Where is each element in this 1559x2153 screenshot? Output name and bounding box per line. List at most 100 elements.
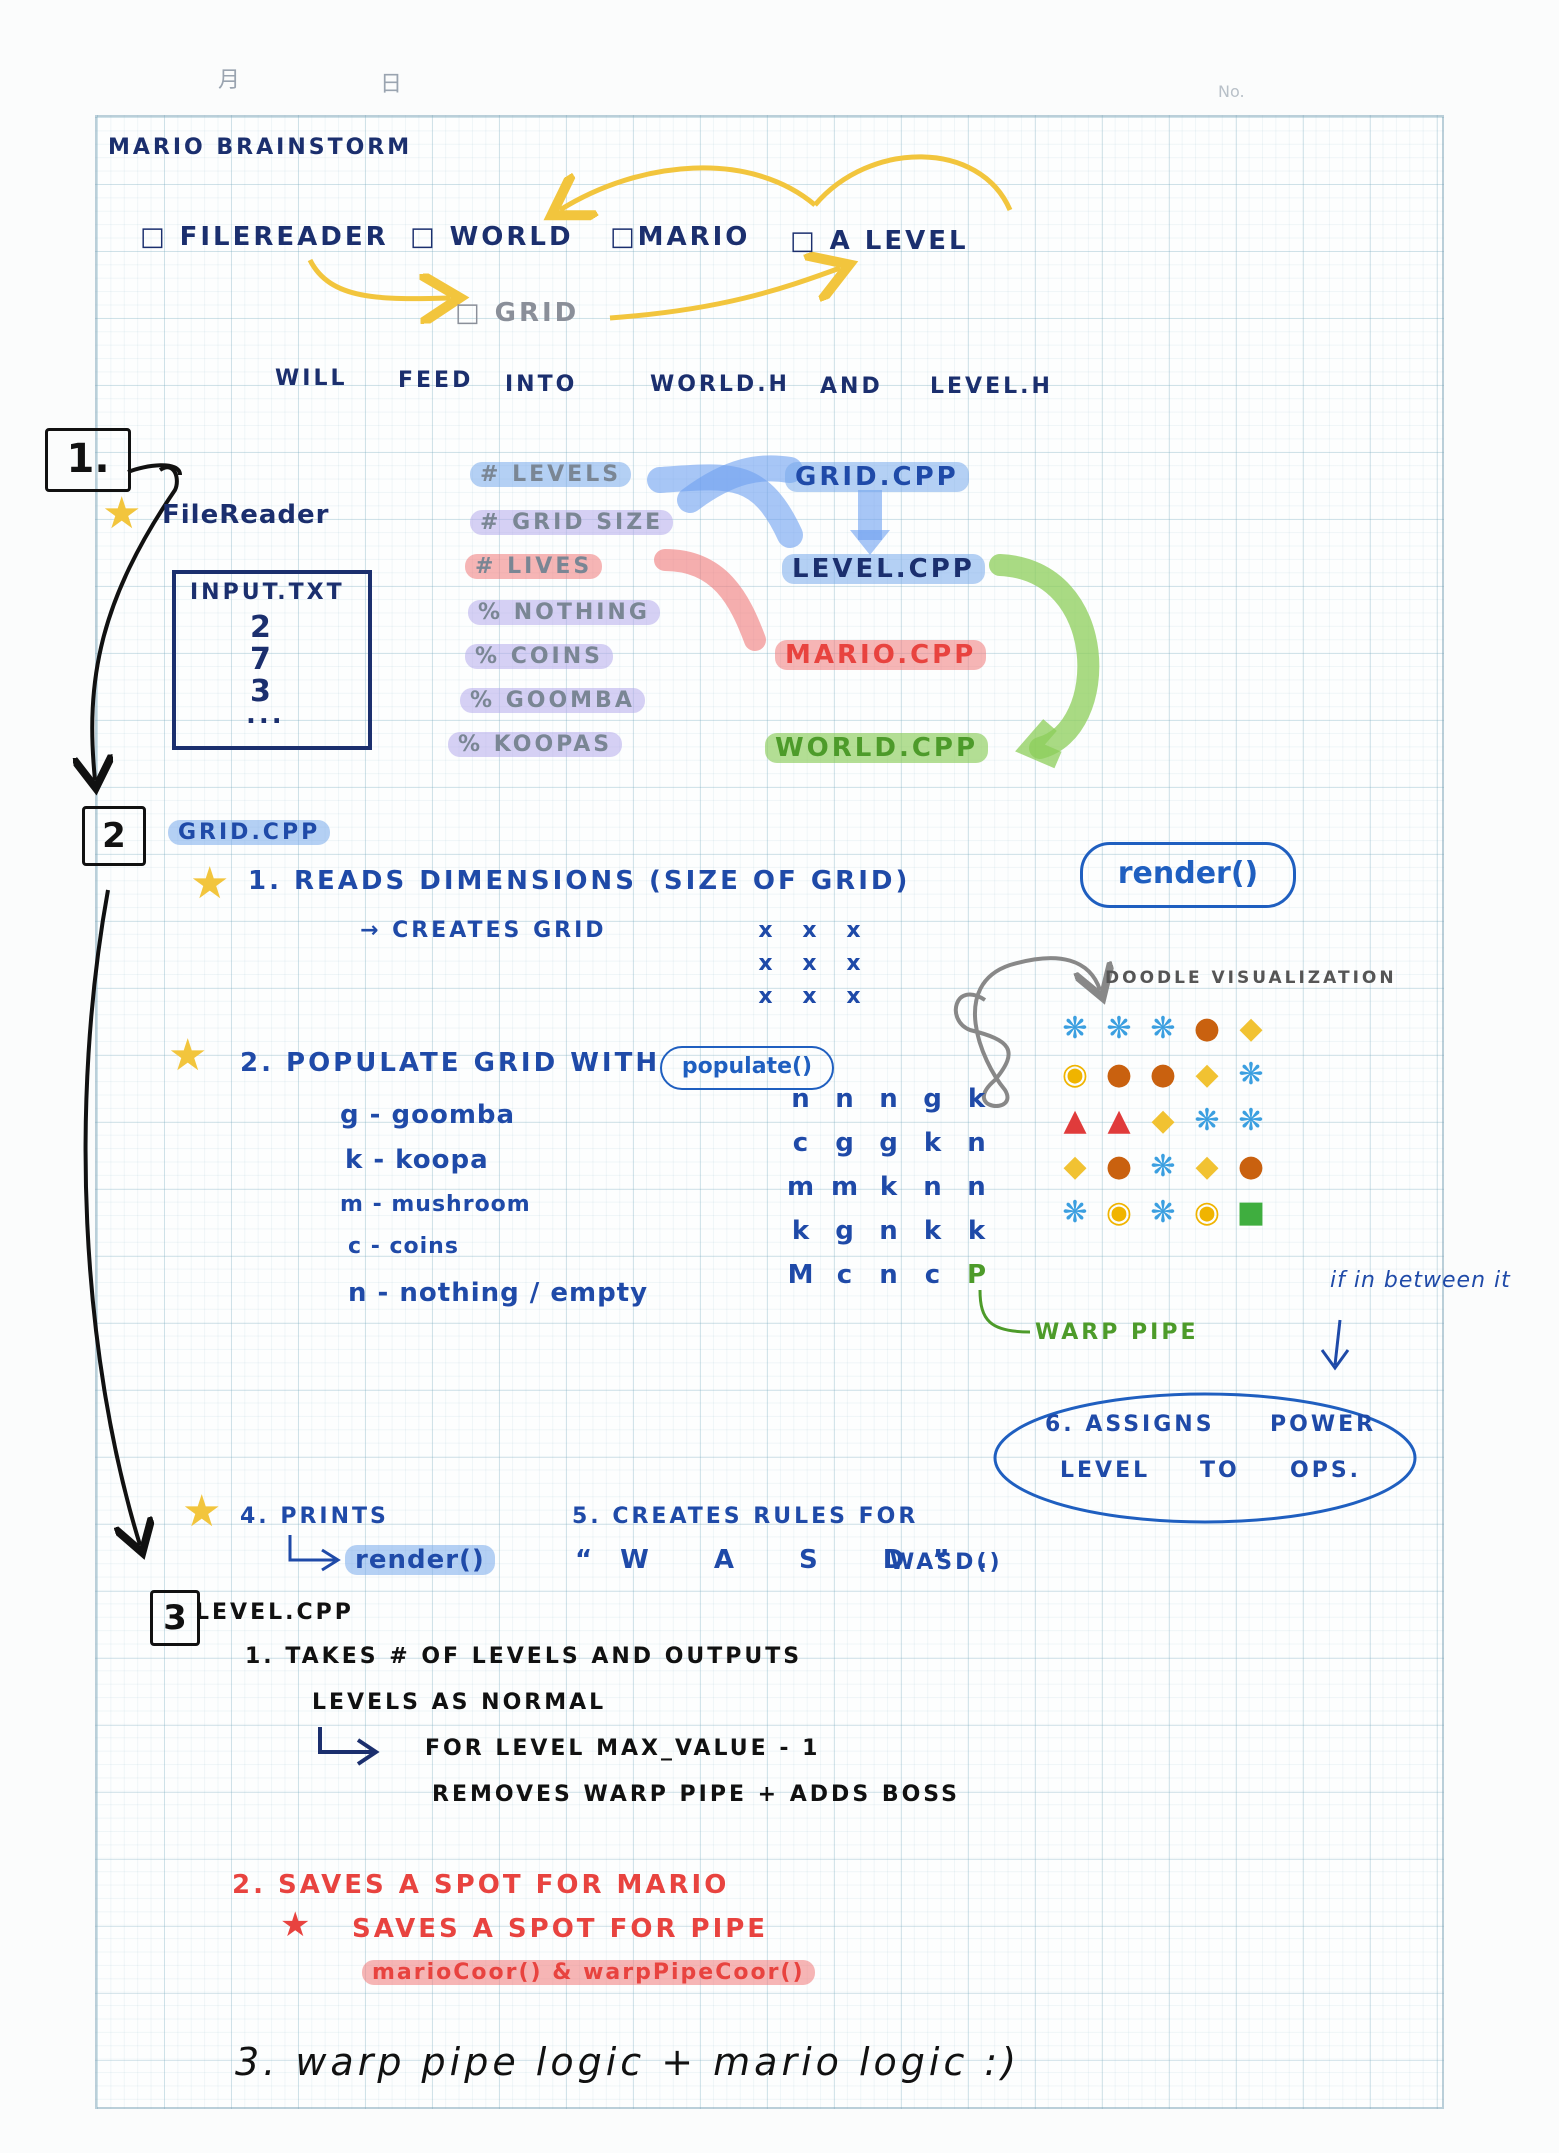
goomba-icon: ●: [1149, 1057, 1177, 1092]
section-1-number: 1.: [66, 436, 110, 482]
feed-word-3: into: [505, 372, 578, 397]
arrow-filereader-to-grid: [307, 258, 450, 299]
doodle-visualization: ❋ ❋ ❋ ● ◆ ◉ ● ● ◆ ❋ ▲ ▲ ◆ ❋ ❋ ◆ ● ❋ ◆ ● …: [1058, 1012, 1288, 1242]
wasd-keys: “W A S D”.: [575, 1545, 1016, 1575]
doodle-pointer: [953, 956, 1100, 1108]
checkbox-filereader: □ FileReader: [140, 222, 389, 252]
target-world-cpp: World.cpp: [765, 733, 989, 763]
field-nothing: % Nothing: [468, 600, 660, 625]
feed-word-6: level.h: [930, 374, 1053, 399]
star-icon: ★: [102, 488, 142, 539]
sparkle-icon: ❋: [1238, 1103, 1264, 1138]
koopa-icon: ◆: [1063, 1149, 1087, 1184]
filereader-label: FileReader: [179, 222, 389, 252]
checkbox-mario: □Mario: [610, 222, 751, 252]
mushroom-icon: ▲: [1107, 1103, 1131, 1138]
sparkle-icon: ❋: [1150, 1149, 1176, 1184]
arrow-grid-to-level: [609, 268, 840, 321]
section-1-label: FileReader: [162, 500, 330, 530]
arrow-level-to-world: [813, 154, 1013, 211]
grid-step-1: 1. Reads dimensions (size of grid): [248, 866, 911, 896]
section-1-box: 1.: [45, 428, 131, 492]
grid-step-2: 2. Populate grid with: [240, 1048, 661, 1078]
section-2-heading: Grid.cpp: [168, 820, 331, 845]
level-step-1-d: removes warp pipe + adds boss: [432, 1782, 960, 1807]
mushroom-icon: ▲: [1063, 1103, 1087, 1138]
page-title: Mario Brainstorm: [108, 135, 413, 160]
section-2-number: 2: [102, 816, 126, 856]
feed-word-1: Will: [275, 366, 348, 391]
field-goomba: % Goomba: [460, 688, 645, 713]
sparkle-icon: ❋: [1238, 1057, 1264, 1092]
level-step-3: 3. warp pipe logic + mario logic :): [235, 2040, 1021, 2084]
sparkle-icon: ❋: [1194, 1103, 1220, 1138]
koopa-icon: ◆: [1195, 1149, 1219, 1184]
flow-line-1-to-2: [92, 465, 179, 780]
populate-fn: populate(): [681, 1054, 813, 1079]
koopa-icon: ◆: [1195, 1057, 1219, 1092]
level-step-2-fns: marioCoor() & warpPipeCoor(): [362, 1960, 815, 1985]
month-mark: 月: [218, 68, 241, 93]
field-coins: % Coins: [465, 644, 613, 669]
feed-word-4: world.h: [650, 372, 790, 397]
goomba-icon: ●: [1105, 1057, 1133, 1092]
sparkle-icon: ❋: [1062, 1195, 1088, 1230]
input-file-name: INPUT.TXT: [190, 580, 345, 605]
legend-koopa: k - koopa: [345, 1145, 489, 1175]
warp-pipe-pointer: [978, 1289, 1031, 1334]
level-step-2-b: Saves a spot for Pipe: [352, 1914, 769, 1944]
level-step-1-b: levels as normal: [312, 1690, 607, 1715]
input-line-1: 2: [250, 610, 274, 645]
coin-icon: ◉: [1105, 1195, 1133, 1230]
target-mario-cpp: Mario.cpp: [775, 640, 987, 670]
grid-step-1-sub: → Creates grid: [360, 918, 607, 943]
sparkle-icon: ❋: [1150, 1195, 1176, 1230]
level-label: A Level: [829, 226, 969, 256]
step6-word-1: 6. Assigns: [1045, 1412, 1215, 1437]
star-icon: ★: [190, 858, 230, 909]
number-mark: No.: [1218, 82, 1245, 101]
legend-nothing: n - nothing / empty: [348, 1278, 649, 1308]
level-step-2-a: 2. Saves a spot for Mario: [232, 1870, 730, 1900]
legend-coins: c - coins: [348, 1234, 459, 1259]
input-line-3: 3: [250, 674, 274, 709]
level-step-1-c: For level max_value - 1: [425, 1736, 821, 1761]
field-grid-size: # Grid Size: [470, 510, 674, 535]
target-level-cpp: Level.cpp: [782, 554, 985, 584]
checkbox-grid: □ Grid: [455, 298, 580, 328]
checkbox-level: □ A Level: [790, 226, 969, 256]
input-line-2: 7: [250, 642, 274, 677]
render-fn: render(): [1117, 856, 1259, 891]
level-step-1-a: 1. Takes # of levels and outputs: [245, 1644, 803, 1669]
goomba-icon: ●: [1105, 1149, 1133, 1184]
section-3-heading: Level.cpp: [195, 1600, 354, 1625]
grid-step-4: 4. Prints: [240, 1504, 389, 1529]
field-koopas: % Koopas: [448, 732, 623, 757]
grid-step-5: 5. Creates rules for: [572, 1504, 919, 1529]
legend-goomba: g - goomba: [340, 1100, 516, 1130]
sparkle-icon: ❋: [1062, 1011, 1088, 1046]
section-3-number: 3: [163, 1598, 187, 1638]
sparkle-icon: ❋: [1106, 1011, 1132, 1046]
star-icon: ★: [168, 1030, 208, 1081]
flow-line-2-to-3: [83, 889, 140, 1545]
legend-mushroom: m - mushroom: [340, 1192, 531, 1217]
ops-oval: [993, 1392, 1417, 1524]
goomba-icon: ●: [1193, 1011, 1221, 1046]
step6-word-4: to: [1200, 1458, 1240, 1483]
world-label: World: [449, 222, 574, 252]
pipe-icon: ■: [1236, 1195, 1266, 1230]
input-line-4: ...: [246, 700, 285, 730]
feed-word-5: and: [820, 374, 883, 399]
step6-word-2: Power: [1270, 1412, 1377, 1437]
koopa-icon: ◆: [1239, 1011, 1263, 1046]
step6-word-3: Level: [1060, 1458, 1151, 1483]
